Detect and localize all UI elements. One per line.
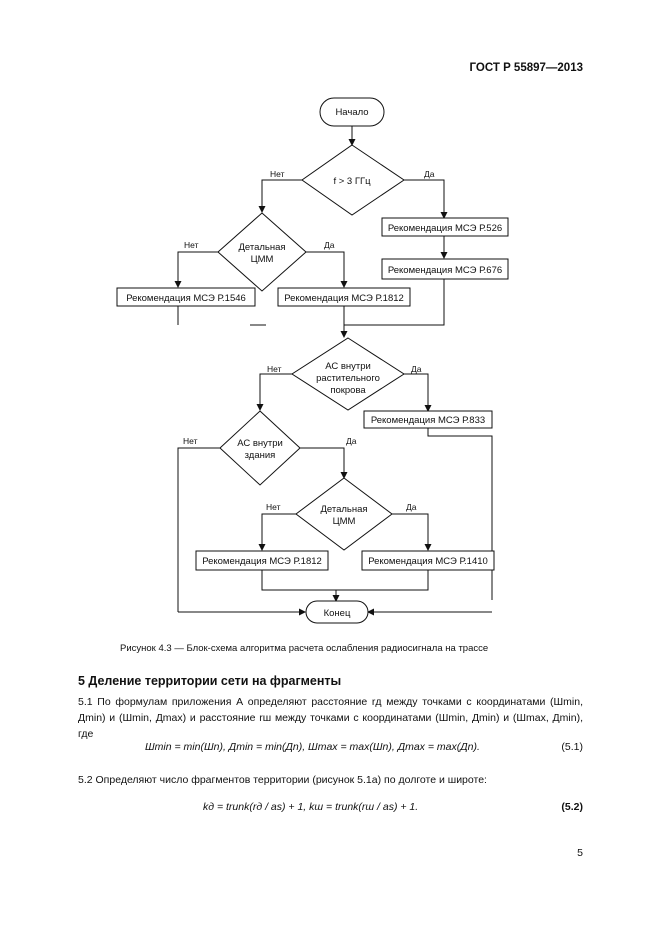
decision-building-line2: здания	[245, 450, 276, 461]
flowchart: Начало f > 3 ГГц Нет Да Рекомендация МСЭ…	[116, 97, 509, 624]
decision-dem-1-line2: ЦММ	[251, 254, 274, 265]
decision-building-no: Нет	[183, 436, 198, 446]
decision-dem-2-yes: Да	[406, 502, 417, 512]
decision-vegetation: АС внутри растительного покрова Нет Да	[267, 337, 422, 411]
rec-1812-b-label: Рекомендация МСЭ Р.1812	[202, 556, 322, 567]
figure-caption: Рисунок 4.3 — Блок-схема алгоритма расче…	[120, 643, 489, 654]
start-label: Начало	[335, 107, 368, 118]
decision-vegetation-yes: Да	[411, 364, 422, 374]
rec-1812-a-label: Рекомендация МСЭ Р.1812	[284, 293, 404, 304]
decision-dem-2: Детальная ЦММ Нет Да	[266, 477, 417, 551]
decision-dem-1-yes: Да	[324, 240, 335, 250]
decision-frequency-yes: Да	[424, 169, 435, 179]
decision-dem-1-no: Нет	[184, 240, 199, 250]
paragraph-5-2: 5.2 Определяют число фрагментов территор…	[78, 774, 487, 786]
paragraph-5-1: 5.1 По формулам приложения А определяют …	[78, 696, 583, 740]
equation-5-1-number: (5.1)	[561, 741, 583, 753]
equation-5-2-number: (5.2)	[561, 801, 583, 813]
section-title: 5 Деление территории сети на фрагменты	[78, 674, 342, 688]
decision-dem-2-line1: Детальная	[320, 504, 367, 515]
end-terminator: Конец	[305, 600, 369, 624]
equation-5-2: kд = trunk(rд / as) + 1, kш = trunk(rш /…	[203, 801, 419, 813]
rec-1546-label: Рекомендация МСЭ Р.1546	[126, 293, 246, 304]
decision-building: АС внутри здания Нет Да	[183, 410, 357, 486]
rec-1410-label: Рекомендация МСЭ Р.1410	[368, 556, 488, 567]
decision-vegetation-line1: АС внутри	[325, 361, 371, 372]
decision-frequency-label: f > 3 ГГц	[333, 176, 371, 187]
decision-vegetation-no: Нет	[267, 364, 282, 374]
decision-vegetation-line3: покрова	[330, 385, 366, 396]
decision-dem-1: Детальная ЦММ Нет Да	[184, 212, 335, 292]
equation-5-1: Шmin = min(Шn), Дmin = min(Дn), Шmax = m…	[145, 741, 480, 753]
rec-676-box: Рекомендация МСЭ Р.676	[381, 258, 509, 280]
rec-1410-box: Рекомендация МСЭ Р.1410	[361, 550, 495, 571]
end-label: Конец	[324, 608, 351, 619]
decision-dem-2-line2: ЦММ	[333, 516, 356, 527]
decision-frequency: f > 3 ГГц Нет Да	[270, 144, 435, 216]
decision-vegetation-line2: растительного	[316, 373, 380, 384]
decision-building-yes: Да	[346, 436, 357, 446]
rec-676-label: Рекомендация МСЭ Р.676	[388, 265, 502, 276]
decision-dem-2-no: Нет	[266, 502, 281, 512]
rec-1546-box: Рекомендация МСЭ Р.1546	[116, 287, 256, 307]
rec-526-box: Рекомендация МСЭ Р.526	[381, 217, 509, 237]
decision-frequency-no: Нет	[270, 169, 285, 179]
start-terminator: Начало	[319, 97, 385, 127]
decision-building-line1: АС внутри	[237, 438, 283, 449]
rec-1812-b-box: Рекомендация МСЭ Р.1812	[195, 550, 329, 571]
rec-1812-a-box: Рекомендация МСЭ Р.1812	[277, 287, 411, 307]
document-id: ГОСТ Р 55897—2013	[469, 62, 583, 74]
rec-526-label: Рекомендация МСЭ Р.526	[388, 223, 502, 234]
rec-833-box: Рекомендация МСЭ Р.833	[363, 410, 493, 429]
decision-dem-1-line1: Детальная	[238, 242, 285, 253]
rec-833-label: Рекомендация МСЭ Р.833	[371, 415, 485, 426]
page-number: 5	[577, 847, 583, 859]
